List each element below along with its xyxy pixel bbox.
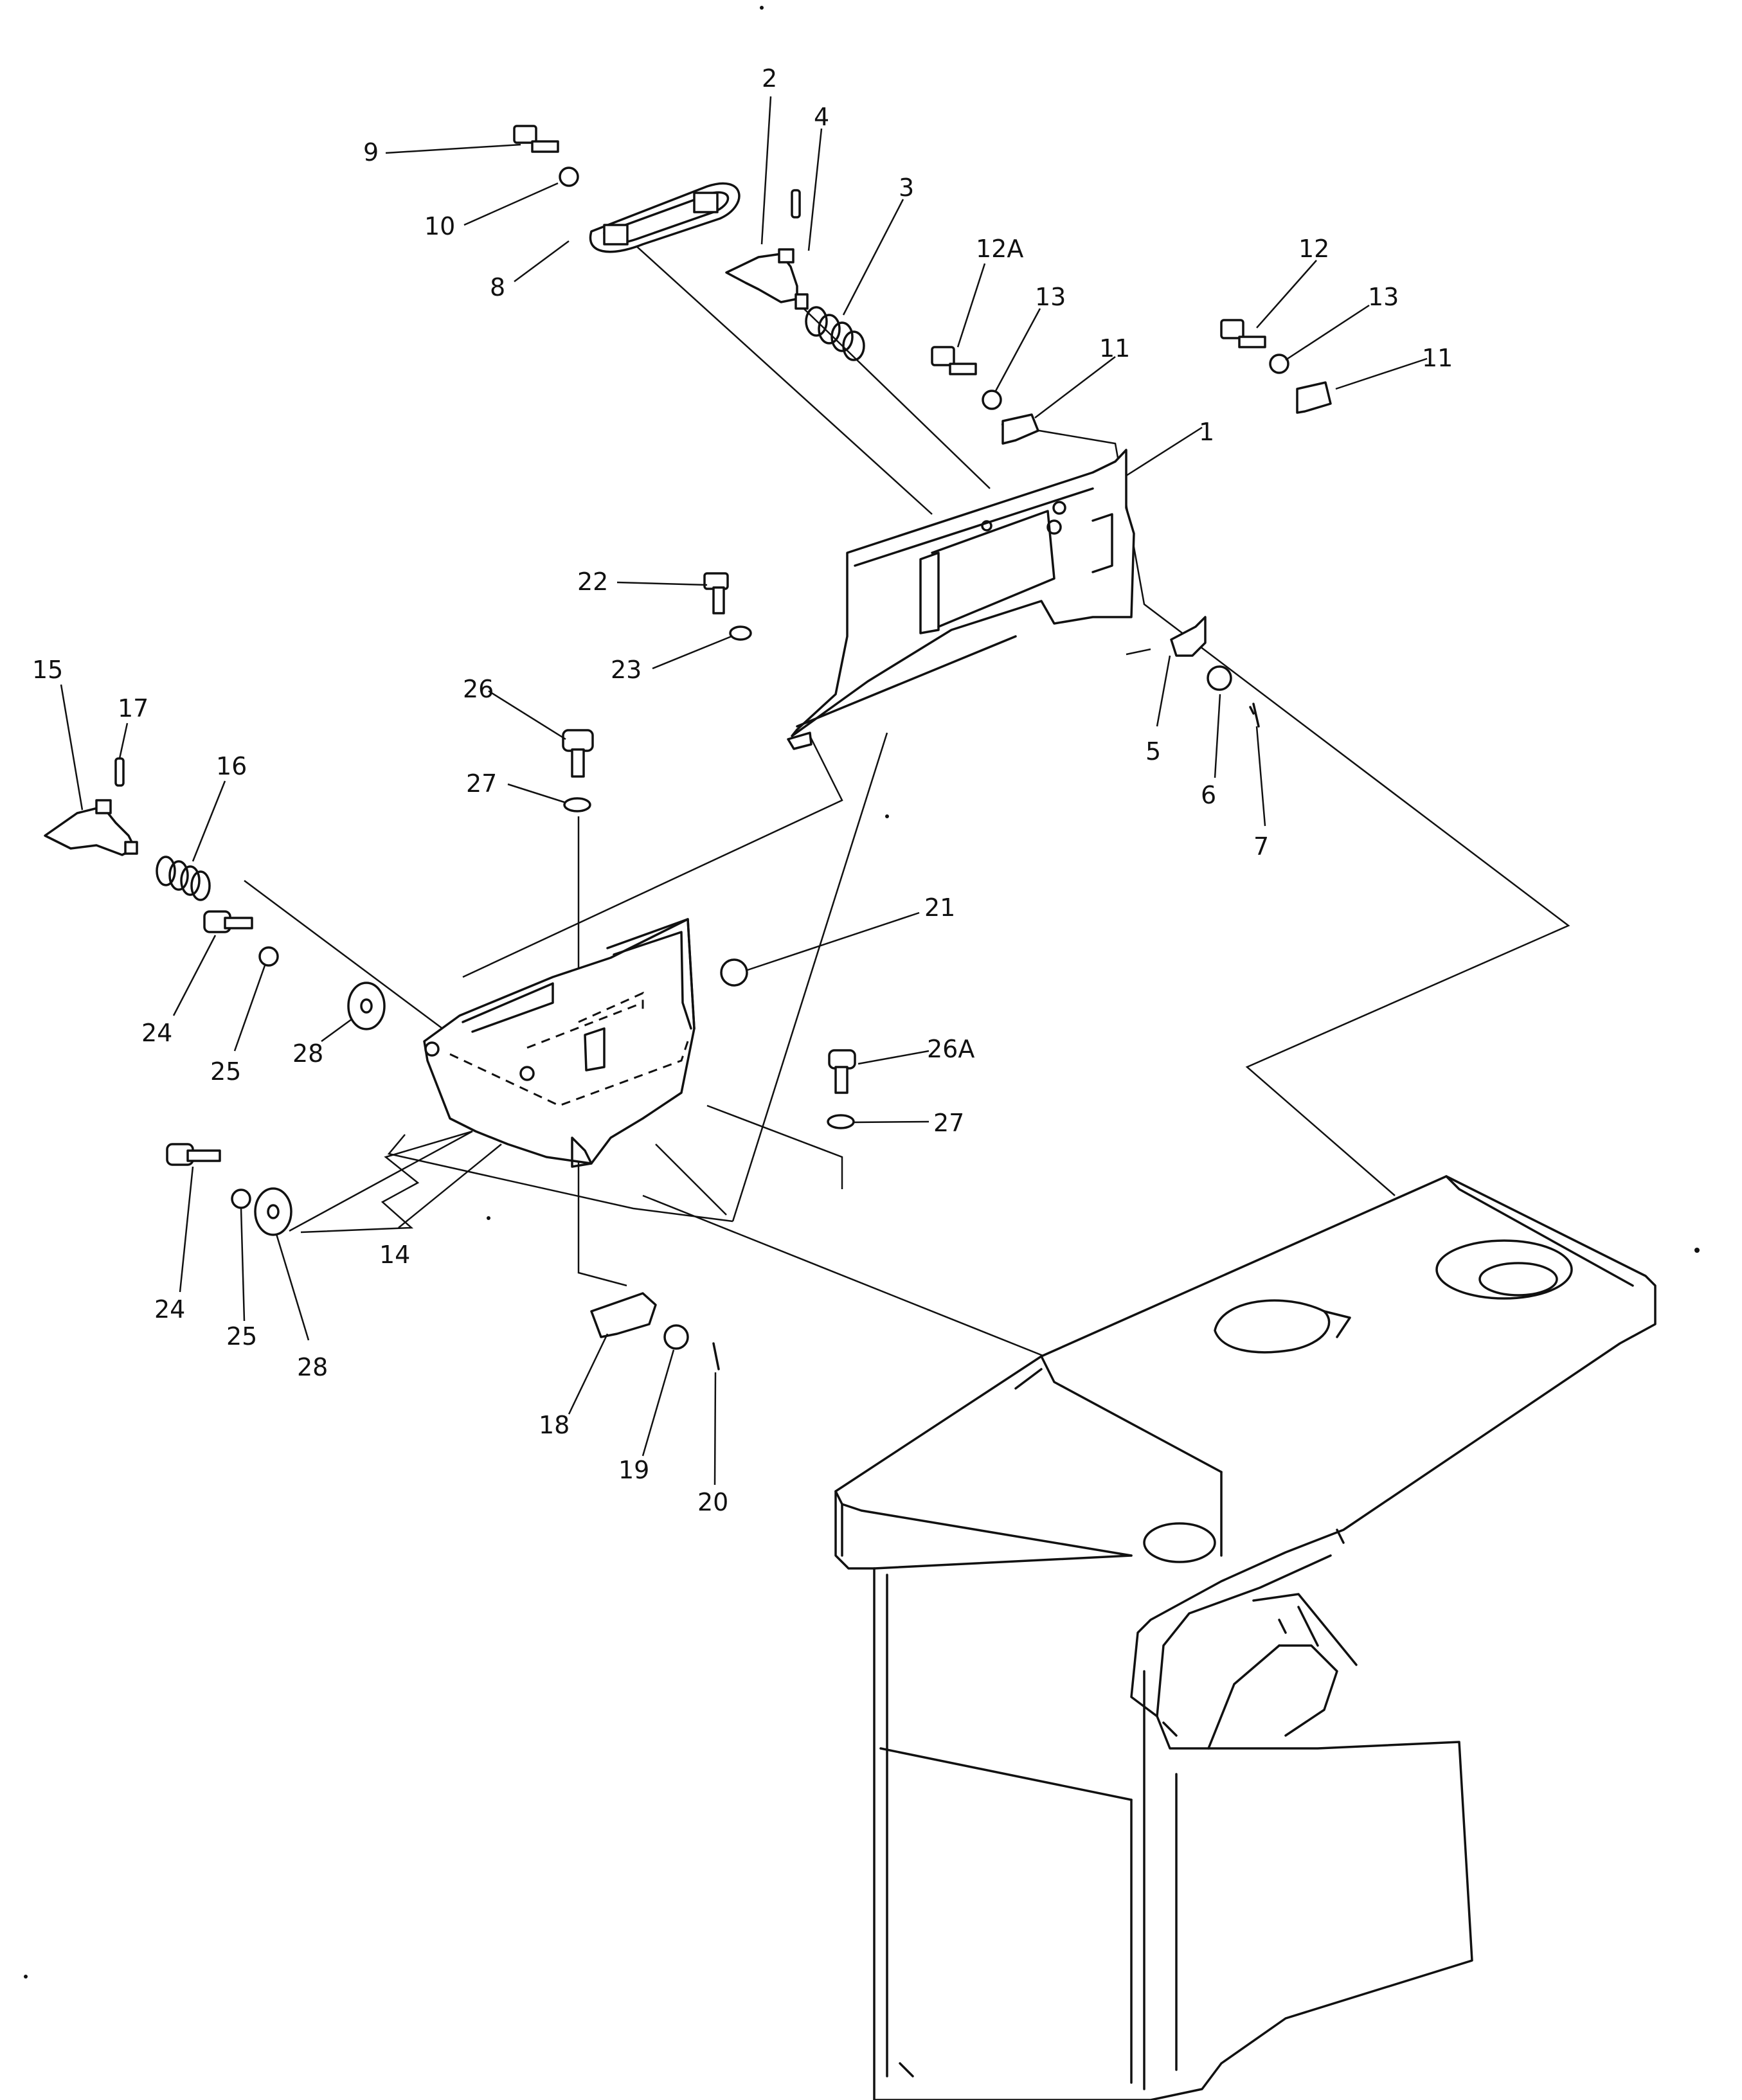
nut-part-21 <box>720 958 748 987</box>
callout-20: 20 <box>697 1488 728 1516</box>
callout-13a: 13 <box>1035 283 1066 311</box>
callout-7: 7 <box>1253 832 1269 861</box>
callout-24a: 24 <box>141 1019 172 1047</box>
callout-13b: 13 <box>1368 283 1399 311</box>
callout-11a: 11 <box>1099 334 1130 363</box>
washer-part-27b <box>827 1114 855 1129</box>
callout-23: 23 <box>611 656 642 684</box>
bolt-part-24b <box>166 1143 221 1166</box>
scan-specks <box>24 6 1700 1979</box>
leader-lines <box>60 96 1428 1485</box>
callout-27b: 27 <box>933 1109 964 1137</box>
callout-28a: 28 <box>292 1039 323 1068</box>
washer-part-27a <box>563 797 591 812</box>
callout-9: 9 <box>363 138 379 166</box>
knob-part-15 <box>44 799 138 856</box>
callout-2: 2 <box>762 64 777 93</box>
callout-28b: 28 <box>297 1353 328 1381</box>
callout-16: 16 <box>216 752 247 780</box>
bolt-part-26 <box>562 729 594 778</box>
washer-part-13b <box>1269 354 1289 374</box>
roller-part-28b <box>254 1187 292 1236</box>
clip-part-11b <box>1296 381 1332 414</box>
callout-1: 1 <box>1199 418 1214 446</box>
bolt-part-12a <box>931 346 977 375</box>
washer-part-13a <box>982 390 1002 410</box>
lower-bracket-part-14 <box>423 918 696 1168</box>
bolt-part-24a <box>203 910 253 933</box>
bolt-part-22 <box>703 572 729 615</box>
washer-part-23 <box>729 625 752 641</box>
callout-21: 21 <box>924 893 955 922</box>
callout-3: 3 <box>899 174 914 202</box>
nut-part-6 <box>1207 665 1232 691</box>
washer-part-25b <box>231 1189 251 1209</box>
callout-24b: 24 <box>154 1295 185 1324</box>
plate-part-5 <box>1170 616 1207 657</box>
spring-part-16 <box>156 856 211 901</box>
spring-part-3 <box>805 306 865 361</box>
callout-26a: 26A <box>927 1035 974 1063</box>
knob-part-2 <box>725 248 809 310</box>
callout-12a: 12A <box>976 235 1023 263</box>
cotter-pin-part-20 <box>712 1342 720 1370</box>
callout-17: 17 <box>118 694 148 722</box>
callout-6: 6 <box>1201 781 1216 809</box>
pin-part-4 <box>791 189 801 219</box>
clip-part-11a <box>1001 413 1039 445</box>
callout-12: 12 <box>1298 235 1329 263</box>
callout-8: 8 <box>490 273 505 301</box>
bolt-part-9 <box>513 125 559 153</box>
cotter-pin-part-7 <box>1249 703 1260 728</box>
pin-part-17 <box>114 757 125 787</box>
callout-27a: 27 <box>466 769 497 798</box>
bolt-part-12 <box>1220 319 1266 348</box>
callout-15: 15 <box>32 656 63 684</box>
callout-14: 14 <box>379 1241 410 1269</box>
callout-5: 5 <box>1145 737 1161 766</box>
assembly-lines <box>244 227 1570 1377</box>
bolt-part-26a <box>828 1049 856 1094</box>
bracket-clip-part-18 <box>590 1292 657 1338</box>
callout-22: 22 <box>577 568 608 596</box>
roller-part-28a <box>347 982 386 1030</box>
callout-18: 18 <box>539 1411 570 1439</box>
nut-part-19 <box>663 1324 689 1350</box>
callout-labels: 2 4 3 9 10 8 12A 13 11 1 12 13 11 22 23 … <box>32 64 1453 1516</box>
tank-body <box>834 1175 1657 2100</box>
callout-25a: 25 <box>210 1057 241 1086</box>
callout-26: 26 <box>463 675 494 703</box>
loop-handle-part-8 <box>589 182 741 253</box>
callout-10: 10 <box>424 212 455 240</box>
callout-19: 19 <box>618 1456 649 1484</box>
callout-11b: 11 <box>1422 344 1453 372</box>
washer-part-25a <box>258 946 279 967</box>
washer-part-10 <box>559 166 579 187</box>
callout-4: 4 <box>814 103 829 131</box>
upper-bracket-part-1 <box>787 449 1135 750</box>
callout-25b: 25 <box>226 1322 257 1351</box>
